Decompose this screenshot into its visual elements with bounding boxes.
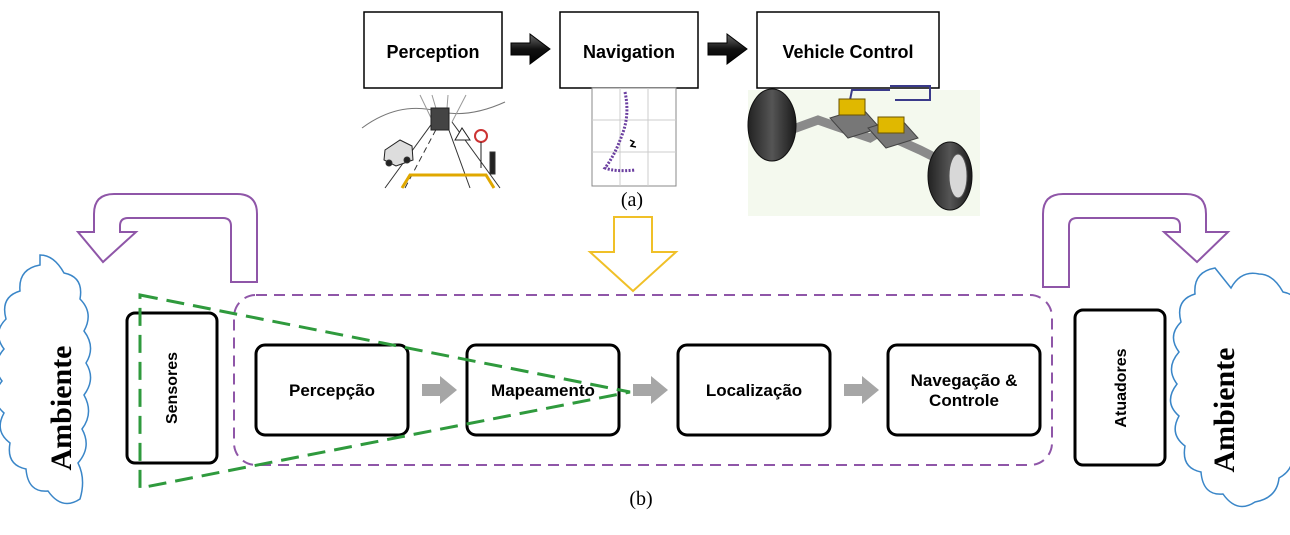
left-environment-cloud: Ambiente: [0, 254, 92, 505]
dark-arrow-1: [510, 33, 551, 65]
localization-module-box: [676, 343, 832, 437]
navigation-box: [559, 11, 699, 89]
navigation-label: Navigation: [583, 42, 675, 62]
right-environment-cloud: Ambiente: [1169, 267, 1290, 508]
dark-arrow-2: [707, 33, 748, 65]
perception-module-box: [254, 343, 410, 437]
left-environment-label: Ambiente: [45, 346, 78, 471]
vehicle-steering-image: [747, 85, 980, 216]
mapping-module-label: Mapeamento: [491, 381, 595, 400]
perception-label: Perception: [386, 42, 479, 62]
right-environment-label: Ambiente: [1208, 348, 1241, 473]
navigation-control-label-line2: Controle: [929, 391, 999, 410]
down-arrow: [587, 216, 679, 293]
vehicle-control-box: [756, 11, 940, 89]
perception-road-image: [361, 94, 506, 189]
processing-group: [233, 294, 1053, 466]
localization-module-label: Localização: [706, 381, 802, 400]
vehicle-control-label: Vehicle Control: [782, 42, 913, 62]
actuators-box: [1073, 308, 1167, 467]
gray-arrow-1: [422, 376, 457, 404]
caption-b: (b): [629, 488, 652, 510]
left-curved-arrow: [75, 193, 258, 283]
sensors-box: [125, 311, 219, 465]
navigation-control-module-box: [886, 343, 1042, 437]
gray-arrow-3: [844, 376, 879, 404]
caption-a: (a): [621, 189, 643, 211]
perception-box: [363, 11, 503, 89]
navigation-path-image: [591, 87, 677, 187]
sensor-scope-cone: [138, 293, 631, 490]
top-pipeline: Perception Navigation Vehicle Control: [361, 11, 980, 216]
navigation-control-label-line1: Navegação &: [911, 371, 1018, 390]
right-curved-arrow: [1042, 193, 1231, 288]
sensors-label: Sensores: [164, 352, 181, 424]
perception-module-label: Percepção: [289, 381, 375, 400]
actuators-label: Atuadores: [1113, 348, 1130, 427]
gray-arrow-2: [633, 376, 668, 404]
